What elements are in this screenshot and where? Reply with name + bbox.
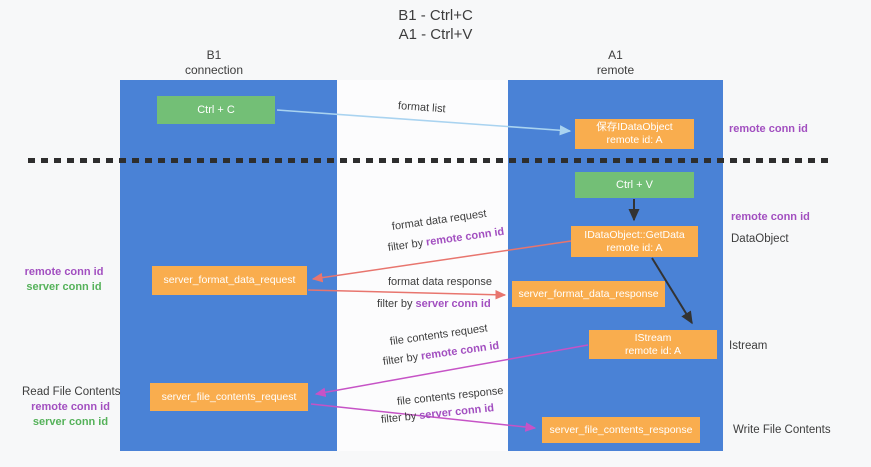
lifeline-header-b1: B1 connection bbox=[106, 48, 322, 78]
node-ctrl-v: Ctrl + V bbox=[575, 172, 694, 198]
node-ctrl-c-label: Ctrl + C bbox=[197, 103, 235, 116]
annotation-server-conn-id-left1: server conn id bbox=[26, 281, 102, 293]
annotation-dataobject: DataObject bbox=[731, 233, 789, 245]
annotation-write-file-contents: Write File Contents bbox=[733, 424, 831, 436]
annotation-remote-conn-id-top: remote conn id bbox=[729, 123, 808, 135]
annotation-group-format-ids: remote conn id server conn id bbox=[22, 265, 106, 295]
node-idataobject-getdata-sub: remote id: A bbox=[606, 241, 663, 254]
lifeline-b1-name: B1 bbox=[206, 48, 222, 62]
annotation-remote-conn-id-mid: remote conn id bbox=[731, 211, 810, 223]
node-idataobject-getdata: IDataObject::GetData remote id: A bbox=[571, 226, 698, 257]
label-format-data-response: format data response bbox=[388, 276, 492, 288]
node-server-format-data-request: server_format_data_request bbox=[152, 266, 307, 295]
annotation-remote-conn-id-left1: remote conn id bbox=[24, 266, 104, 278]
annotation-server-conn-id-left2: server conn id bbox=[32, 416, 109, 428]
node-save-idataobject-sub: remote id: A bbox=[606, 134, 663, 146]
node-save-idataobject-label: 保存IDataObject bbox=[596, 121, 673, 133]
diagram-title: B1 - Ctrl+C A1 - Ctrl+V bbox=[0, 6, 871, 44]
node-server-file-contents-response-label: server_file_contents_response bbox=[549, 423, 693, 436]
filter-key-server-conn-id: server conn id bbox=[415, 298, 491, 310]
node-server-format-data-response: server_format_data_response bbox=[512, 281, 665, 307]
title-line-2: A1 - Ctrl+V bbox=[398, 26, 473, 43]
title-line-1: B1 - Ctrl+C bbox=[398, 7, 473, 24]
node-istream: IStream remote id: A bbox=[589, 330, 717, 359]
annotation-read-file-contents: Read File Contents bbox=[22, 386, 121, 398]
node-server-format-data-response-label: server_format_data_response bbox=[518, 287, 659, 300]
node-server-format-data-request-label: server_format_data_request bbox=[163, 274, 296, 286]
annotation-remote-conn-id-left2: remote conn id bbox=[31, 401, 110, 413]
node-ctrl-c: Ctrl + C bbox=[157, 96, 275, 124]
node-server-file-contents-request: server_file_contents_request bbox=[150, 383, 308, 411]
lifeline-header-a1: A1 remote bbox=[508, 48, 723, 78]
node-istream-sub: remote id: A bbox=[624, 344, 682, 357]
lifeline-b1-role: connection bbox=[184, 63, 244, 77]
annotation-group-file-ids: Read File Contents remote conn id server… bbox=[22, 385, 121, 430]
filter-by-text: filter by bbox=[377, 298, 413, 310]
node-idataobject-getdata-label: IDataObject::GetData bbox=[584, 228, 685, 241]
annotation-istream: Istream bbox=[729, 340, 768, 352]
node-ctrl-v-label: Ctrl + V bbox=[616, 178, 653, 191]
node-save-idataobject: 保存IDataObject remote id: A bbox=[575, 119, 694, 149]
lifeline-a1-name: A1 bbox=[608, 48, 623, 62]
phase-divider-dashed-line bbox=[28, 158, 833, 163]
node-server-file-contents-response: server_file_contents_response bbox=[542, 417, 700, 443]
lifeline-a1-role: remote bbox=[596, 63, 635, 77]
node-istream-label: IStream bbox=[634, 331, 672, 344]
node-server-file-contents-request-label: server_file_contents_request bbox=[161, 390, 297, 403]
